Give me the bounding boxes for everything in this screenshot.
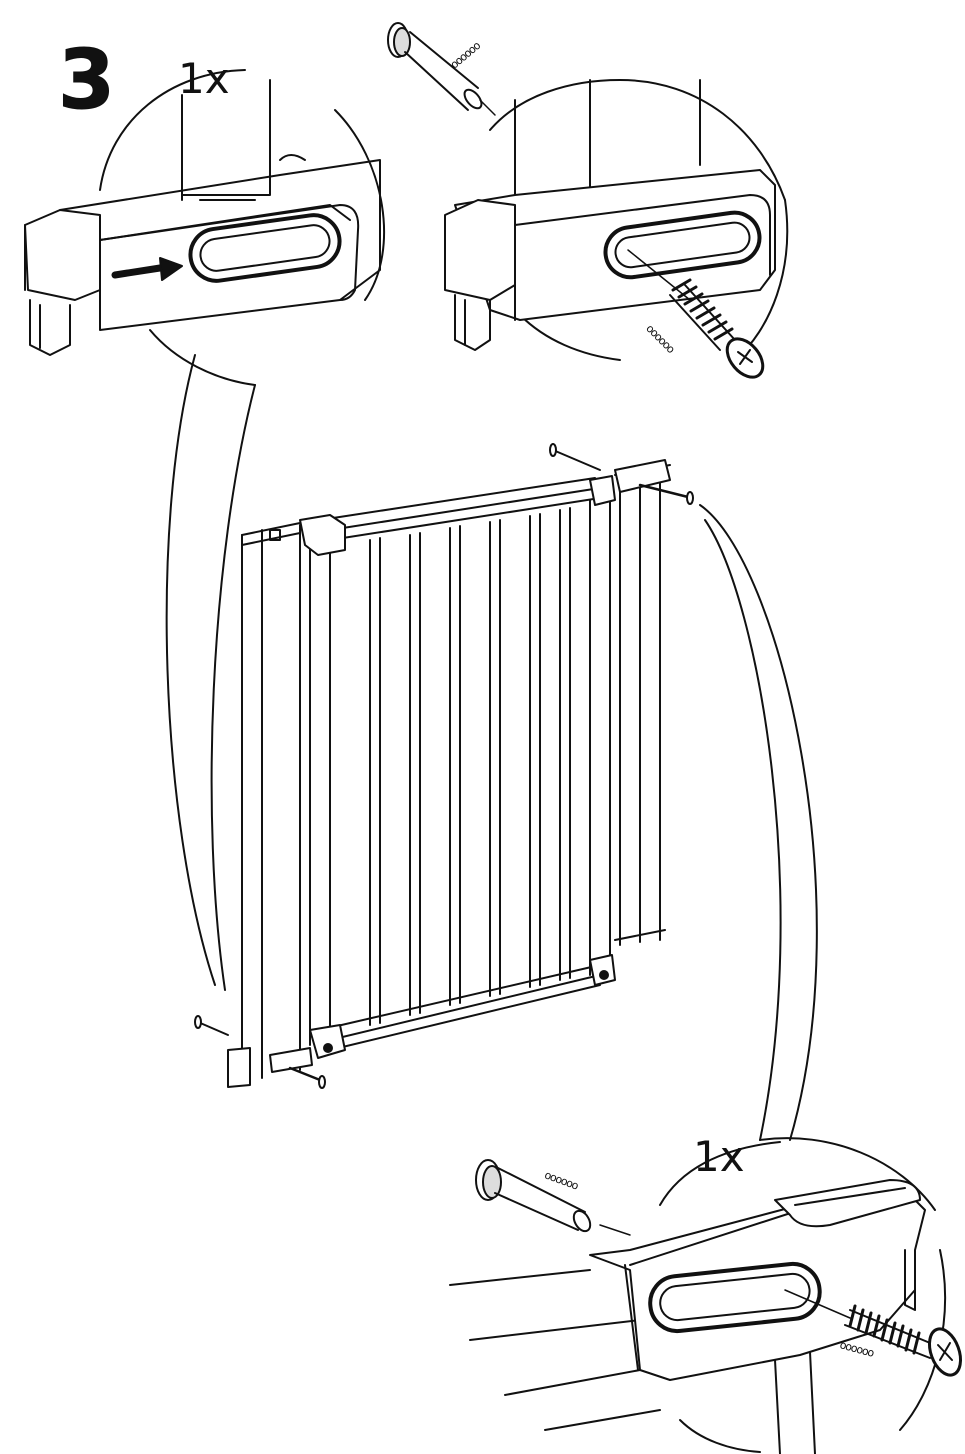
detail-circle-top-left: [100, 70, 384, 990]
connector-pin-bottom: [476, 1160, 594, 1234]
leader-lines-right: [700, 505, 817, 1140]
step-number: 3: [57, 33, 116, 128]
safety-gate: [195, 444, 693, 1088]
bracket-detail-top-left: [25, 80, 380, 355]
screw-bottom: [845, 1306, 965, 1379]
quantity-label-top: 1x: [178, 54, 230, 103]
connector-pin-top: [388, 23, 495, 115]
bracket-detail-bottom: [450, 1180, 925, 1454]
gate-bars: [370, 508, 570, 1025]
bracket-detail-top-right: [445, 80, 775, 350]
quantity-label-bottom: 1x: [693, 1132, 745, 1181]
screw-top-right: [670, 280, 770, 384]
